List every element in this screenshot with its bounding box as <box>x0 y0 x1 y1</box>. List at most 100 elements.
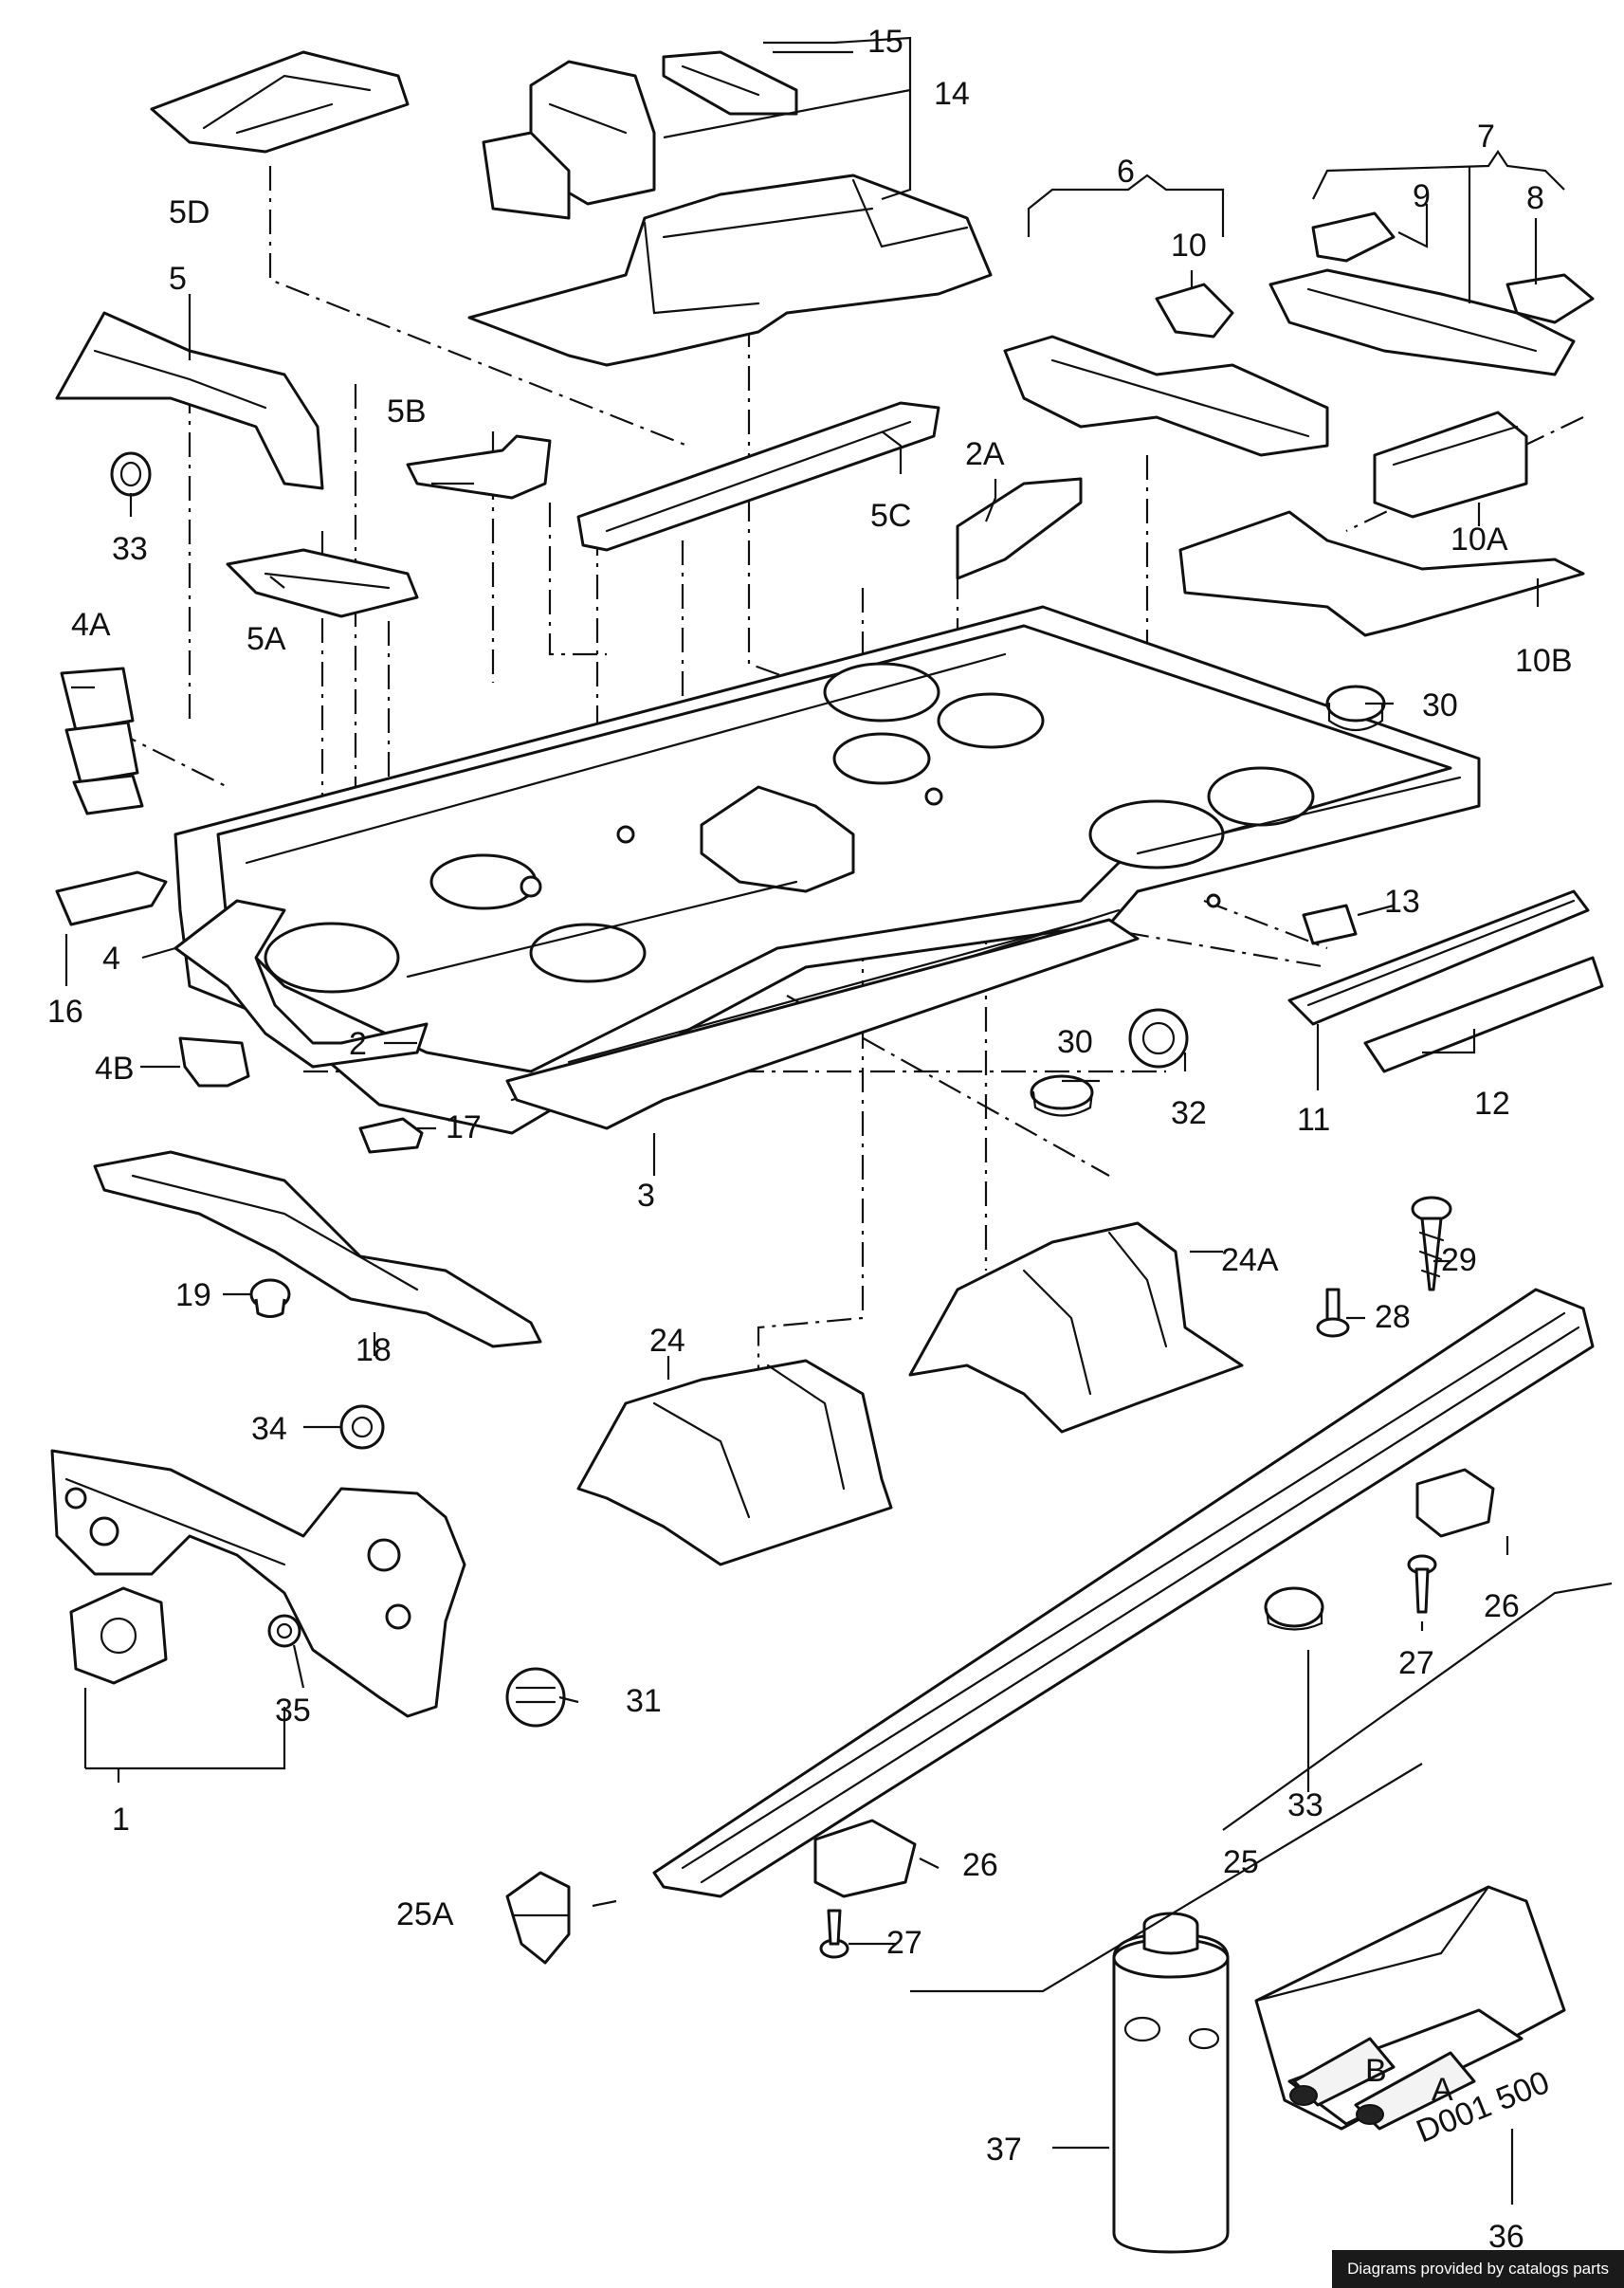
callout-29: 29 <box>1441 1242 1477 1278</box>
wheelhouse-24a <box>908 1221 1244 1434</box>
callout-32: 32 <box>1171 1095 1207 1131</box>
callout-2a: 2A <box>965 436 1005 472</box>
crossmember-18 <box>93 1150 542 1348</box>
callout-24a: 24A <box>1221 1242 1279 1278</box>
bolt-28 <box>1316 1288 1350 1338</box>
callout-10a: 10A <box>1451 522 1508 558</box>
callout-11: 11 <box>1297 1102 1330 1138</box>
tube-a-label: A <box>1432 2072 1453 2108</box>
tunnel-14 <box>467 174 993 367</box>
part-14-bracket <box>482 60 656 220</box>
tube-b-label: B <box>1365 2053 1387 2089</box>
callout-30-mid: 30 <box>1057 1024 1093 1060</box>
callout-4a: 4A <box>71 607 111 643</box>
screw-27-right <box>1407 1554 1437 1614</box>
screw-27-bottom <box>819 1909 849 1959</box>
sill-11 <box>1287 889 1590 1026</box>
part-15 <box>662 50 798 116</box>
part-10b <box>1178 510 1585 637</box>
part-9 <box>1311 211 1396 263</box>
grommet-32 <box>1128 1008 1189 1069</box>
callout-24: 24 <box>649 1323 685 1359</box>
callout-30-right: 30 <box>1422 687 1458 723</box>
part-4b <box>178 1036 250 1088</box>
callout-5c: 5C <box>870 498 911 534</box>
grommet-30-mid <box>1030 1074 1094 1117</box>
part-17 <box>358 1117 424 1154</box>
grommet-31 <box>505 1667 566 1728</box>
callout-14: 14 <box>934 76 970 112</box>
callout-27-bottom: 27 <box>886 1925 922 1961</box>
callout-18: 18 <box>356 1332 392 1368</box>
sill-25 <box>652 1288 1595 1898</box>
part-4a <box>60 667 144 815</box>
grommet-35 <box>267 1614 301 1648</box>
callout-4: 4 <box>102 941 120 977</box>
callout-25a: 25A <box>396 1896 454 1932</box>
part-5 <box>55 311 324 490</box>
wheelhouse-24 <box>576 1359 893 1566</box>
clip-26-right <box>1415 1468 1495 1538</box>
callout-9: 9 <box>1413 178 1431 214</box>
callout-13: 13 <box>1384 884 1420 920</box>
callout-25: 25 <box>1223 1844 1259 1880</box>
screw-29 <box>1411 1196 1452 1291</box>
panel-1 <box>50 1449 466 1718</box>
callout-35: 35 <box>275 1693 311 1729</box>
bracket-25a <box>505 1871 571 1965</box>
grommet-33-top <box>110 451 152 497</box>
part-8 <box>1505 273 1595 324</box>
callout-37: 37 <box>986 2132 1022 2168</box>
part-5c <box>576 401 940 552</box>
callout-7: 7 <box>1477 119 1495 155</box>
callout-27-right: 27 <box>1398 1645 1434 1681</box>
floor-pan-assembly <box>173 605 1481 1135</box>
callout-5d: 5D <box>169 194 210 230</box>
part-10a <box>1373 411 1528 519</box>
mount-1 <box>69 1586 168 1685</box>
callout-16: 16 <box>47 994 83 1030</box>
part-7 <box>1268 268 1576 376</box>
clip-13 <box>1302 904 1358 945</box>
callout-3: 3 <box>637 1178 655 1214</box>
callout-15: 15 <box>867 24 903 60</box>
callout-1: 1 <box>112 1802 130 1838</box>
callout-10b: 10B <box>1515 643 1573 679</box>
adhesive-box-36: B A D001 500 <box>1254 1885 1566 2150</box>
callout-5b: 5B <box>387 394 427 430</box>
callout-34: 34 <box>251 1411 287 1447</box>
grommet-34 <box>339 1404 385 1450</box>
callout-31: 31 <box>626 1683 662 1719</box>
diagram-credit: Diagrams provided by catalogs parts <box>1332 2250 1624 2288</box>
callout-5a: 5A <box>246 621 286 657</box>
callout-28: 28 <box>1375 1299 1411 1335</box>
part-16 <box>55 870 168 926</box>
callout-12: 12 <box>1474 1086 1510 1122</box>
callout-36: 36 <box>1488 2219 1524 2255</box>
nut-19 <box>249 1278 291 1318</box>
part-2a <box>956 477 1083 580</box>
callout-10: 10 <box>1171 228 1207 264</box>
callout-6: 6 <box>1117 154 1135 190</box>
sill-12 <box>1363 956 1604 1073</box>
leader-lines <box>64 36 1613 2205</box>
callout-2: 2 <box>349 1026 367 1062</box>
callout-17: 17 <box>446 1109 482 1145</box>
part-5d <box>150 50 410 154</box>
callout-labels: 1 2 2A 3 4 4A 4B 5 5A 5B 5C 5D 6 7 8 9 1… <box>47 24 1573 2255</box>
part-5b <box>406 434 552 500</box>
callout-5: 5 <box>169 261 187 297</box>
clip-26-bottom <box>813 1819 917 1898</box>
callout-4b: 4B <box>95 1051 135 1087</box>
callout-19: 19 <box>175 1277 211 1313</box>
callout-26-right: 26 <box>1484 1588 1520 1624</box>
callout-33-top: 33 <box>112 531 148 567</box>
grommet-33-bottom <box>1264 1586 1324 1631</box>
callout-8: 8 <box>1526 180 1544 216</box>
callout-26-bottom: 26 <box>962 1847 998 1883</box>
spray-can-37 <box>1112 1912 1230 2254</box>
part-10 <box>1155 283 1234 339</box>
part-5a <box>226 548 419 618</box>
callout-33-bottom: 33 <box>1287 1787 1323 1823</box>
